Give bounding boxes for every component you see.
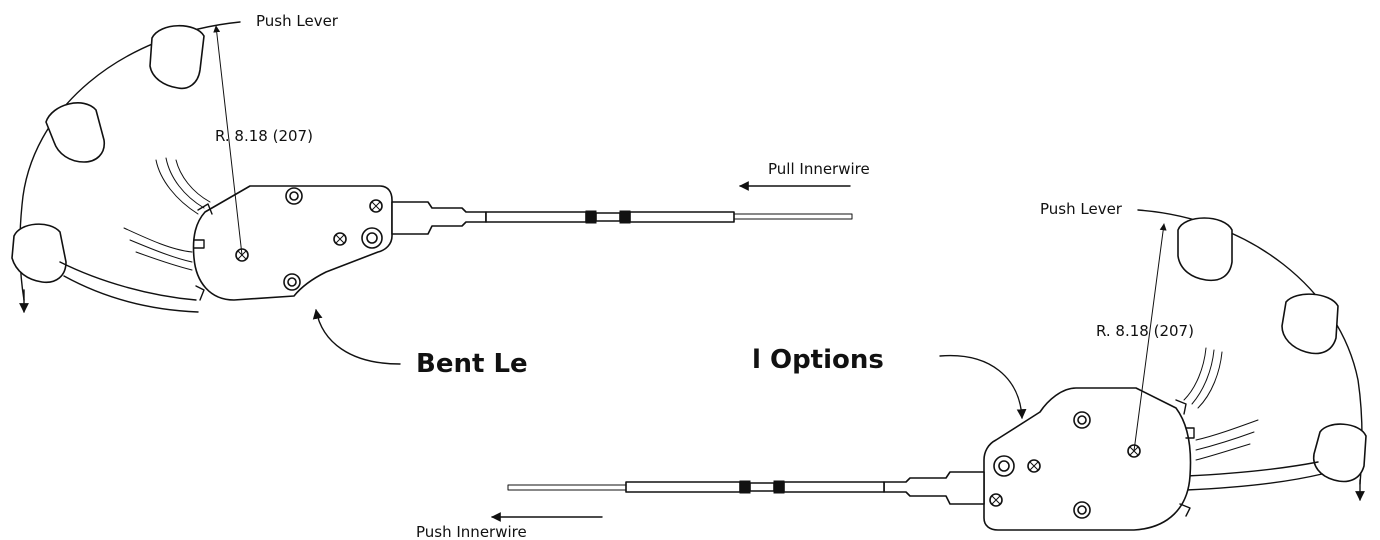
right-control-body [983,387,1192,531]
right-innerwire [507,484,627,491]
right-cable-sheath [783,481,885,493]
right-screw-icon-upper [1027,459,1041,473]
left-lever-arm-ghost-top [155,159,199,215]
right-bolt-hole-left [993,455,1015,477]
right-bolt-hole-top [1073,411,1091,429]
push-lever-label-right: Push Lever [1040,200,1123,218]
left-cable-end-tube [629,211,735,223]
lever-options-label: l Options [752,345,884,375]
right-lever-knob-middle [1281,293,1339,355]
left-screw-icon-lower [333,232,347,246]
right-cable-connector [883,471,985,505]
left-lever-knob-middle [45,102,106,163]
bent-lever-callout-arrow-icon [312,309,401,365]
left-cable-connector [391,201,487,235]
right-bolt-hole-bottom [1073,501,1091,519]
right-crimp-icon [773,480,785,494]
pull-innerwire-label: Pull Innerwire [768,160,870,178]
right-screw-icon-lower [989,493,1003,507]
right-lever-arm-ghost-upper [1195,419,1259,441]
right-lever-knob-bottom [1312,423,1367,483]
left-lever-arm-ghost-upper [123,227,193,253]
left-radius-line [213,25,243,256]
left-crimp-icon [585,210,597,224]
left-screw-icon-upper [369,199,383,213]
left-lever-knob-bottom [11,223,67,284]
left-control-assembly [11,21,853,365]
left-lever-arm [59,261,197,301]
radius-label-left: R. 8.18 (207) [215,127,313,145]
push-lever-label-left: Push Lever [256,12,339,30]
right-lever-arm-ghost-top [1183,347,1207,401]
bent-lever-label: Bent Le [416,349,528,379]
lever-options-callout-arrow-icon [939,354,1027,419]
left-cable-sheath [485,211,587,223]
right-control-assembly [491,209,1367,531]
right-lever-arm [1185,461,1319,477]
left-control-body [192,185,393,301]
push-innerwire-label: Push Innerwire [416,523,527,540]
left-bolt-hole-right [361,227,383,249]
left-bolt-hole-bottom [283,273,301,291]
radius-label-right: R. 8.18 (207) [1096,322,1194,340]
right-lever-knob-top [1177,217,1233,282]
right-cable-end-tube [625,481,741,493]
right-radius-line [1133,223,1167,452]
left-lever-knob-top [149,25,205,90]
left-innerwire [733,213,853,220]
left-bolt-hole-top [285,187,303,205]
